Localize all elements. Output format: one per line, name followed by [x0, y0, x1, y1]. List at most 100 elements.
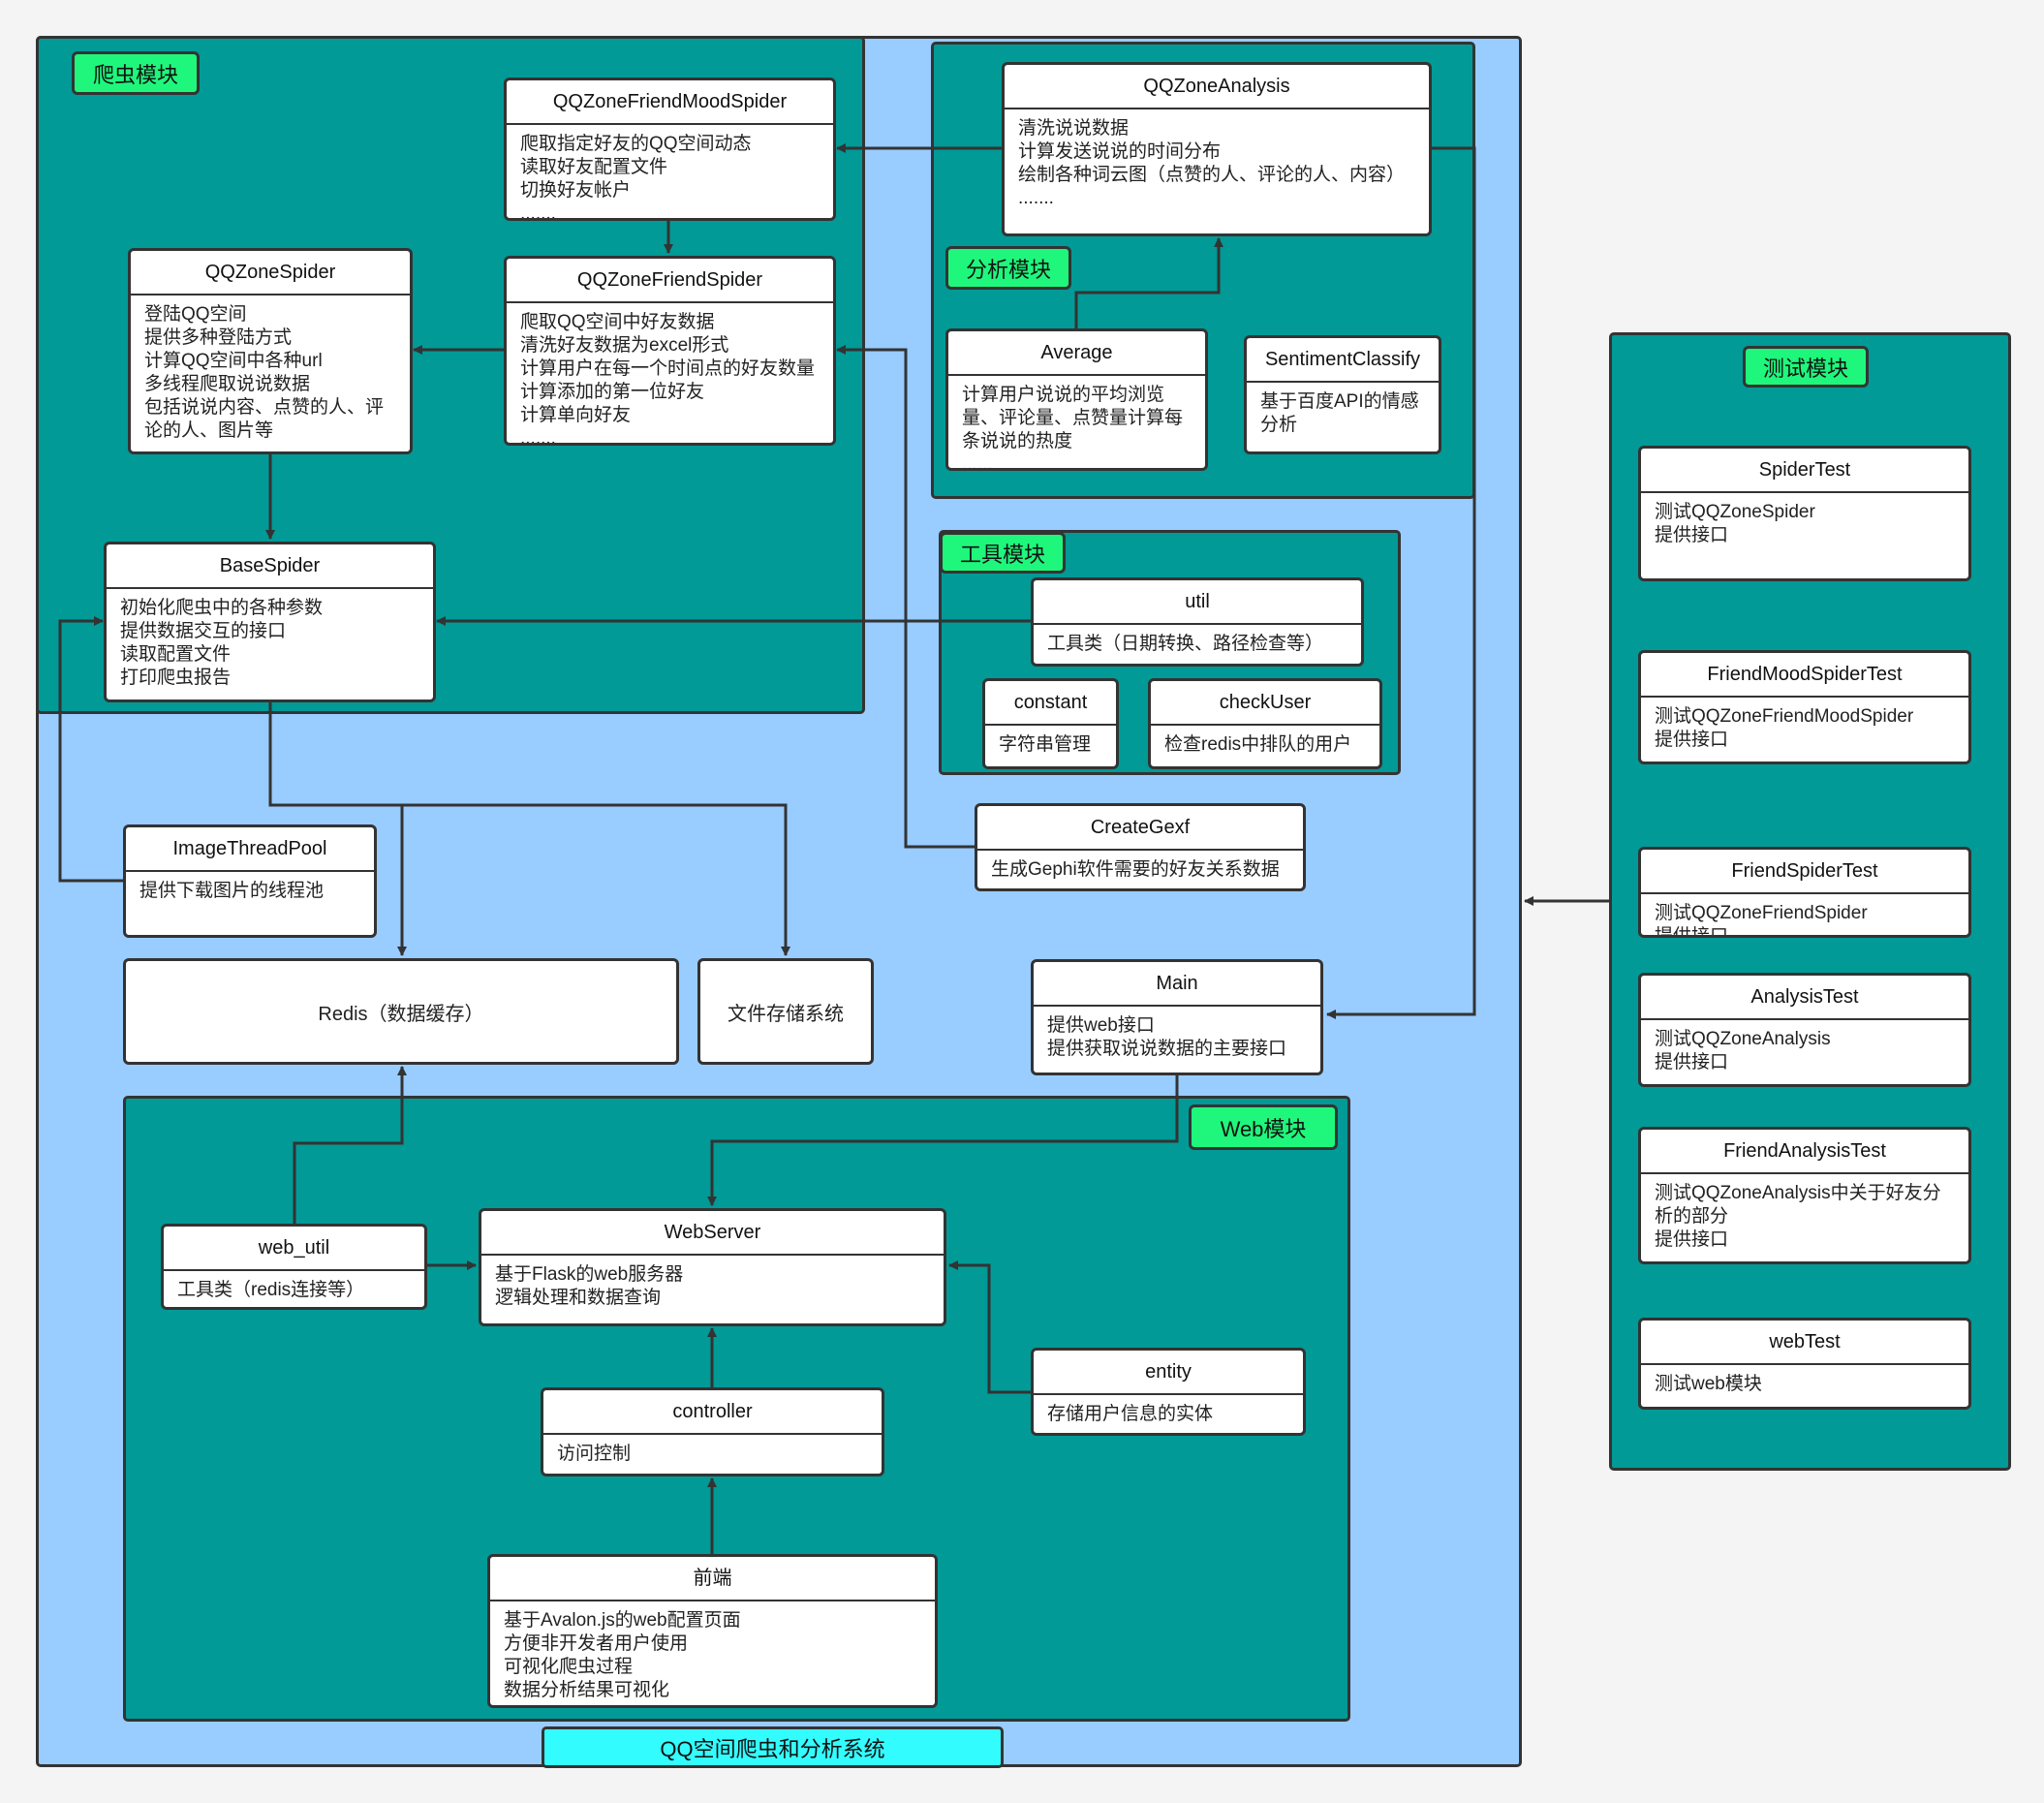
- class-line: 提供接口: [1655, 1229, 1729, 1250]
- class-line: 切换好友帐户: [520, 180, 632, 201]
- class-line: 提供接口: [1655, 525, 1729, 545]
- arrow-basespider-to-storage: [268, 702, 790, 956]
- class-body: 提供下载图片的线程池: [126, 872, 374, 903]
- class-body: 基于Flask的web服务器逻辑处理和数据查询: [481, 1256, 944, 1310]
- class-title: web_util: [164, 1227, 424, 1271]
- class-line: 测试QQZoneAnalysis中关于好友分: [1655, 1183, 1941, 1203]
- class-line: 分析: [1260, 415, 1298, 435]
- class-title: QQZoneFriendSpider: [507, 259, 833, 303]
- arrow-analysis-to-main: [1326, 146, 1476, 1019]
- system-title: QQ空间爬虫和分析系统: [542, 1726, 1004, 1768]
- file-storage-system: 文件存储系统: [697, 958, 874, 1065]
- class-body: 清洗说说数据计算发送说说的时间分布绘制各种词云图（点赞的人、评论的人、内容）..…: [1005, 109, 1429, 210]
- class-line: 论的人、图片等: [144, 420, 274, 441]
- class-body: 基于Avalon.js的web配置页面方便非开发者用户使用可视化爬虫过程数据分析…: [490, 1601, 935, 1702]
- arrow-creategexf-to-friendspider: [836, 345, 975, 849]
- class-line: 基于百度API的情感: [1260, 391, 1419, 412]
- class-line: 可视化爬虫过程: [504, 1657, 634, 1677]
- class-line: 清洗说说数据: [1018, 118, 1130, 139]
- class-body: 爬取指定好友的QQ空间动态读取好友配置文件切换好友帐户.......: [507, 125, 833, 221]
- class-line: 存储用户信息的实体: [1047, 1404, 1214, 1424]
- class-title: BaseSpider: [107, 544, 433, 589]
- class-title: QQZoneSpider: [131, 251, 410, 295]
- class-line: 爬取指定好友的QQ空间动态: [520, 134, 752, 154]
- redis-storage: Redis（数据缓存）: [123, 958, 679, 1065]
- class-body: 生成Gephi软件需要的好友关系数据: [977, 851, 1303, 882]
- class-title: SentimentClassify: [1247, 338, 1439, 383]
- class-title: util: [1034, 580, 1361, 625]
- class-frontend: 前端基于Avalon.js的web配置页面方便非开发者用户使用可视化爬虫过程数据…: [487, 1554, 938, 1708]
- class-line: 提供数据交互的接口: [120, 621, 287, 641]
- class-title: Average: [948, 331, 1205, 376]
- arrow-webutil-to-redis: [293, 1066, 407, 1224]
- class-line: 工具类（日期转换、路径检查等）: [1047, 634, 1324, 654]
- class-line: 测试QQZoneFriendSpider: [1655, 903, 1868, 923]
- web-module-tag: Web模块: [1189, 1104, 1338, 1150]
- class-line: 字符串管理: [999, 734, 1092, 755]
- class-body: 基于百度API的情感分析: [1247, 383, 1439, 437]
- class-line: 打印爬虫报告: [120, 668, 232, 688]
- class-line: 数据分析结果可视化: [504, 1680, 670, 1700]
- class-body: 字符串管理: [985, 726, 1116, 757]
- analysis-module-tag: 分析模块: [945, 246, 1071, 290]
- class-line: 包括说说内容、点赞的人、评: [144, 397, 385, 418]
- class-body: 工具类（日期转换、路径检查等）: [1034, 625, 1361, 656]
- class-line: 测试QQZoneFriendMoodSpider: [1655, 706, 1914, 727]
- class-line: 析的部分: [1655, 1206, 1729, 1227]
- class-line: 计算用户说说的平均浏览: [962, 385, 1165, 405]
- class-title: 前端: [490, 1557, 935, 1601]
- class-line: 测试web模块: [1655, 1374, 1762, 1394]
- class-body: 测试QQZoneAnalysis中关于好友分析的部分提供接口......: [1641, 1174, 1968, 1261]
- spider-module-tag: 爬虫模块: [72, 51, 200, 95]
- class-line: 提供接口: [1655, 926, 1729, 938]
- class-title: WebServer: [481, 1211, 944, 1256]
- class-line: 提供获取说说数据的主要接口: [1047, 1039, 1287, 1059]
- class-line: .......: [520, 428, 556, 446]
- class-line: 提供接口: [1655, 730, 1729, 750]
- class-body: 访问控制: [543, 1435, 882, 1466]
- class-title: ImageThreadPool: [126, 827, 374, 872]
- arrow-main-to-webserver: [707, 1075, 1179, 1206]
- class-line: 方便非开发者用户使用: [504, 1633, 689, 1654]
- class-line: .......: [1018, 188, 1054, 208]
- class-line: 计算单向好友: [520, 405, 632, 425]
- class-line: .......: [520, 203, 556, 221]
- class-body: 工具类（redis连接等）: [164, 1271, 424, 1302]
- class-line: 提供多种登陆方式: [144, 327, 293, 348]
- class-line: 计算发送说说的时间分布: [1018, 141, 1222, 162]
- class-line: 量、评论量、点赞量计算每: [962, 408, 1184, 428]
- class-line: ......: [1655, 1075, 1686, 1087]
- class-title: FriendMoodSpiderTest: [1641, 653, 1968, 698]
- class-body: 测试QQZoneFriendMoodSpider 提供接口: [1641, 698, 1968, 752]
- class-title: controller: [543, 1390, 882, 1435]
- class-line: 读取配置文件: [120, 644, 232, 665]
- class-line: 条说说的热度: [962, 431, 1073, 451]
- tools-module-tag: 工具模块: [940, 532, 1066, 574]
- class-line: 爬取QQ空间中好友数据: [520, 312, 715, 332]
- arrow-entity-to-webserver: [948, 1260, 1031, 1394]
- arrow-imagepool-to-basespider: [58, 616, 123, 883]
- class-line: ......: [962, 454, 993, 471]
- class-line: 基于Avalon.js的web配置页面: [504, 1610, 741, 1631]
- class-line: 提供web接口: [1047, 1015, 1155, 1036]
- class-line: 基于Flask的web服务器: [495, 1264, 684, 1285]
- class-title: webTest: [1641, 1321, 1968, 1365]
- class-body: 计算用户说说的平均浏览量、评论量、点赞量计算每条说说的热度......: [948, 376, 1205, 471]
